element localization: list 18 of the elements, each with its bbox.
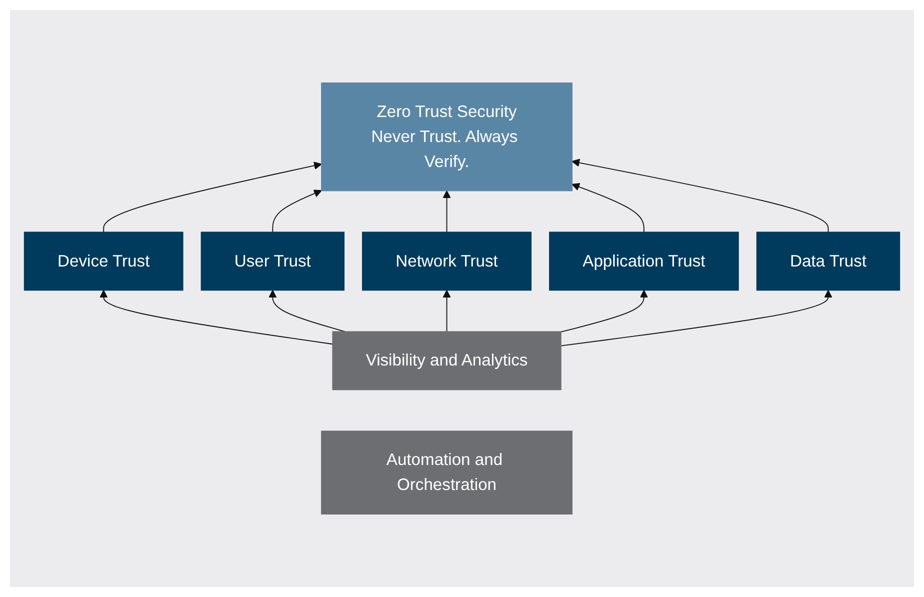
node-box: Application Trust [549,232,739,291]
arrow [572,158,829,233]
node-box: User Trust [200,232,344,291]
arrow [100,290,334,345]
arrow [560,290,648,332]
node-box: Network Trust [362,232,532,291]
node-box: Zero Trust Security Never Trust. Always Verify. [321,82,572,192]
node-box: Automation and Orchestration [321,430,572,514]
arrow [442,190,451,233]
node-box: Visibility and Analytics [332,331,562,390]
arrow [572,183,644,233]
arrow [442,290,451,332]
arrow [103,162,322,233]
arrow [272,190,322,233]
arrow [268,290,346,332]
arrow [560,290,832,346]
node-box: Data Trust [756,232,900,291]
node-box: Device Trust [24,232,184,291]
